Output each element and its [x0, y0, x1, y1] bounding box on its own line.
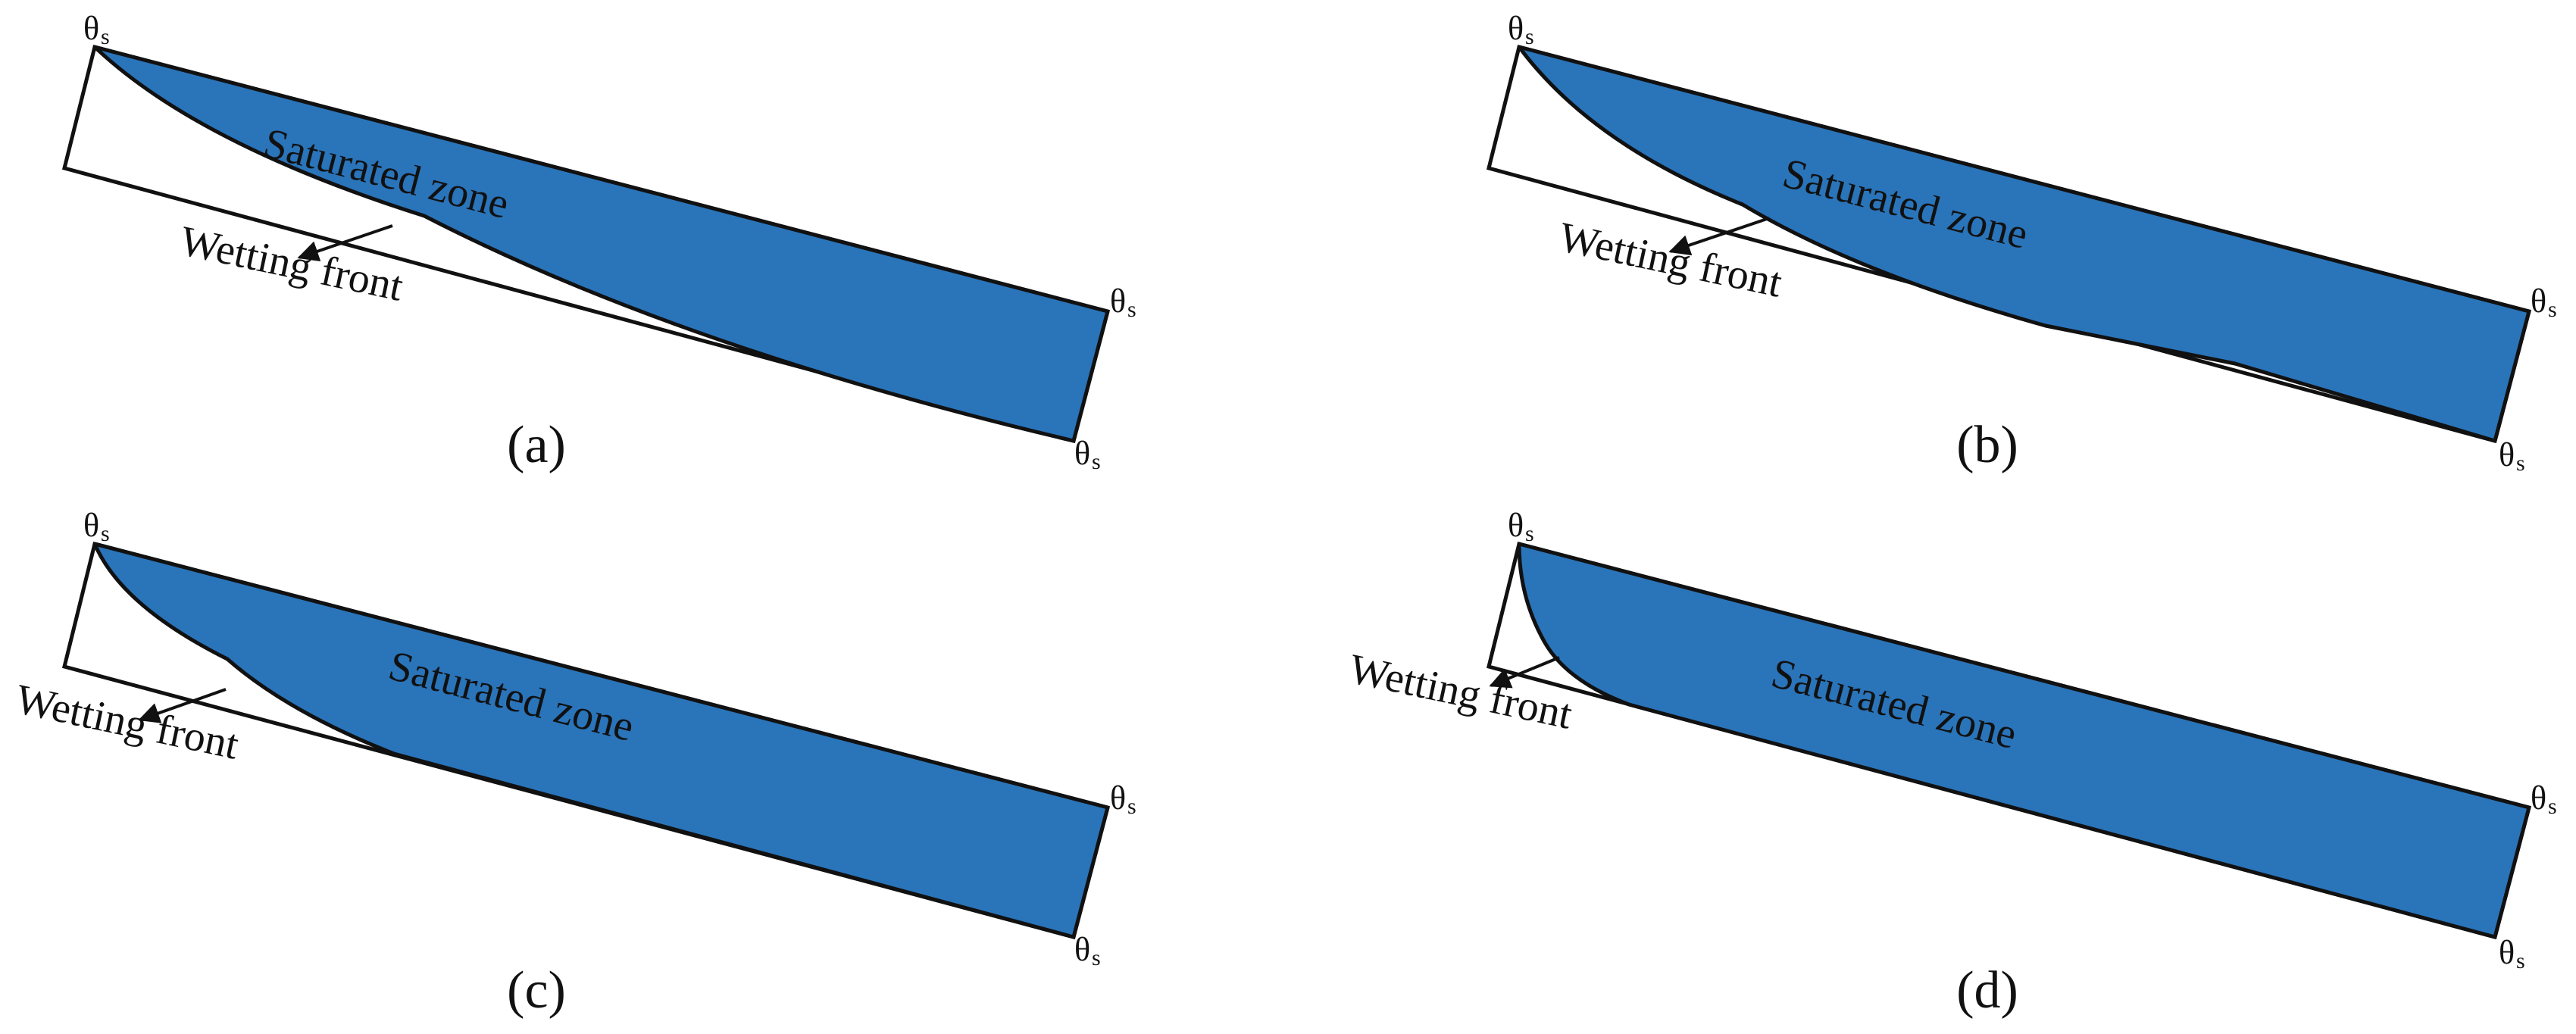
svg-text:s: s	[2548, 794, 2557, 819]
theta-s-bottom-right: θ s	[1074, 931, 1101, 970]
svg-text:θ: θ	[1074, 435, 1090, 472]
svg-text:s: s	[1092, 449, 1101, 474]
svg-text:θ: θ	[1508, 10, 1524, 47]
wetting-front-arrow	[138, 688, 227, 723]
svg-text:θ: θ	[1074, 931, 1090, 968]
wetting-front-label: Wetting front	[11, 676, 243, 769]
theta-s-bottom-right: θ s	[2499, 436, 2525, 476]
svg-text:s: s	[2548, 297, 2557, 322]
saturated-zone	[1517, 542, 2531, 939]
svg-text:θ: θ	[83, 507, 99, 544]
svg-text:s: s	[1092, 945, 1101, 970]
svg-text:θ: θ	[1110, 779, 1126, 817]
svg-text:θ: θ	[2531, 779, 2546, 817]
panel-caption: (d)	[1956, 961, 2018, 1020]
theta-s-top-left: θ s	[83, 507, 110, 546]
wetting-front-arrow	[1668, 217, 1770, 256]
svg-text:s: s	[2516, 451, 2525, 476]
svg-text:s: s	[1525, 24, 1534, 49]
panel-b: Saturated zone Wetting front θ s θ s θ s…	[1486, 10, 2557, 476]
svg-text:θ: θ	[2499, 934, 2515, 971]
svg-text:θ: θ	[2499, 436, 2515, 473]
wetting-front-arrow	[297, 224, 393, 262]
panel-caption: (a)	[507, 416, 566, 474]
svg-text:s: s	[1127, 297, 1136, 322]
theta-s-top-left: θ s	[1508, 507, 1534, 546]
theta-s-top-right: θ s	[1110, 283, 1136, 322]
wetting-front-label: Wetting front	[1345, 645, 1577, 739]
theta-s-top-left: θ s	[83, 10, 110, 49]
theta-s-top-left: θ s	[1508, 10, 1534, 49]
svg-text:θ: θ	[83, 10, 99, 47]
svg-text:s: s	[1525, 521, 1534, 546]
wetting-front-label: Wetting front	[1555, 214, 1787, 307]
panel-caption: (c)	[507, 961, 566, 1020]
svg-text:θ: θ	[1508, 507, 1524, 544]
theta-s-top-right: θ s	[2531, 283, 2557, 322]
panel-a: Saturated zone Wetting front θ s θ s θ s…	[61, 10, 1136, 474]
saturated-zone	[1517, 45, 2531, 443]
svg-text:s: s	[101, 521, 110, 546]
svg-text:θ: θ	[2531, 283, 2546, 320]
panel-d: Saturated zone Wetting front θ s θ s θ s…	[1345, 507, 2556, 1020]
panel-caption: (b)	[1956, 416, 2018, 474]
svg-text:s: s	[2516, 948, 2525, 973]
panel-c: Saturated zone Wetting front θ s θ s θ s…	[11, 507, 1136, 1020]
svg-text:s: s	[101, 24, 110, 49]
theta-s-bottom-right: θ s	[1074, 435, 1101, 474]
svg-text:θ: θ	[1110, 283, 1126, 320]
theta-s-bottom-right: θ s	[2499, 934, 2525, 973]
saturated-zone	[92, 542, 1110, 939]
wetting-front-arrow	[1489, 656, 1560, 689]
theta-s-top-right: θ s	[1110, 779, 1136, 819]
svg-text:s: s	[1127, 794, 1136, 819]
theta-s-top-right: θ s	[2531, 779, 2557, 819]
saturated-zone	[92, 45, 1110, 443]
